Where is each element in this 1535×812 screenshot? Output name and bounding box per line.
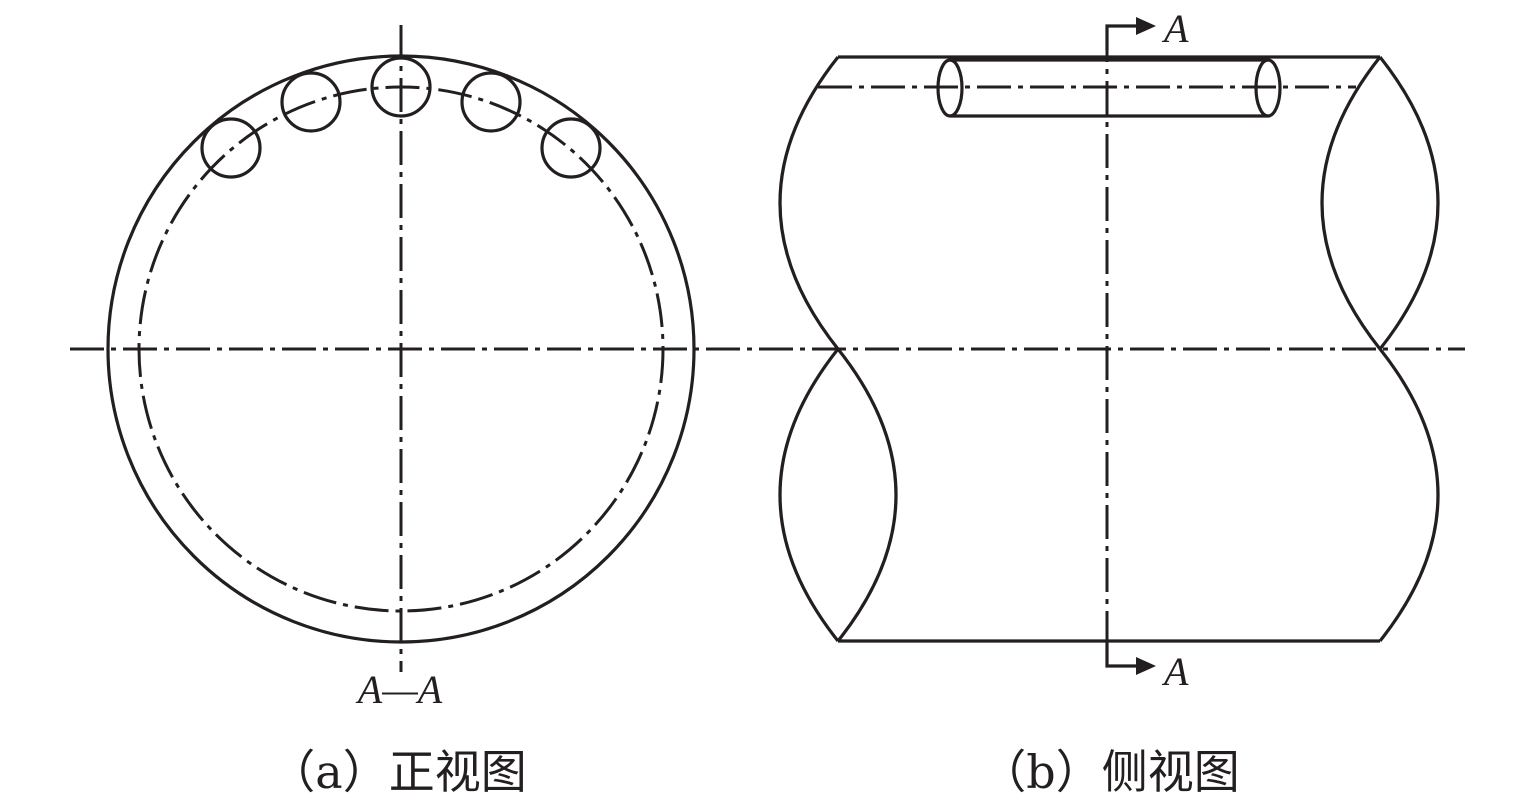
section-mark-bottom: A [1161, 649, 1189, 694]
left-break-lower-inner [836, 348, 898, 642]
right-break-lower [1378, 348, 1440, 642]
arrow-head-icon [1136, 17, 1156, 35]
hole-circle [370, 56, 432, 118]
right-break-upper-inner [1320, 56, 1382, 350]
front-view: A—A （a）正视图 [106, 25, 696, 799]
left-break-upper [778, 56, 840, 350]
hole-circle [540, 117, 602, 179]
section-mark-top: A [1161, 6, 1189, 51]
section-label: A—A [355, 667, 443, 712]
right-break-upper-outer [1378, 56, 1440, 350]
side-view: A A （b）侧视图 [778, 6, 1440, 799]
hole-circle [460, 71, 522, 133]
left-break-lower-outer [778, 348, 840, 642]
hole-end-ellipse [936, 58, 964, 118]
side-view-caption: （b）侧视图 [980, 745, 1239, 799]
section-arrow-top [1105, 24, 1138, 50]
hole-circle [280, 71, 342, 133]
front-view-caption: （a）正视图 [269, 745, 526, 799]
hole-end-ellipse [1254, 58, 1282, 118]
arrow-head-icon [1136, 657, 1156, 675]
hole-circle [200, 117, 262, 179]
section-arrow-bottom [1105, 640, 1138, 668]
